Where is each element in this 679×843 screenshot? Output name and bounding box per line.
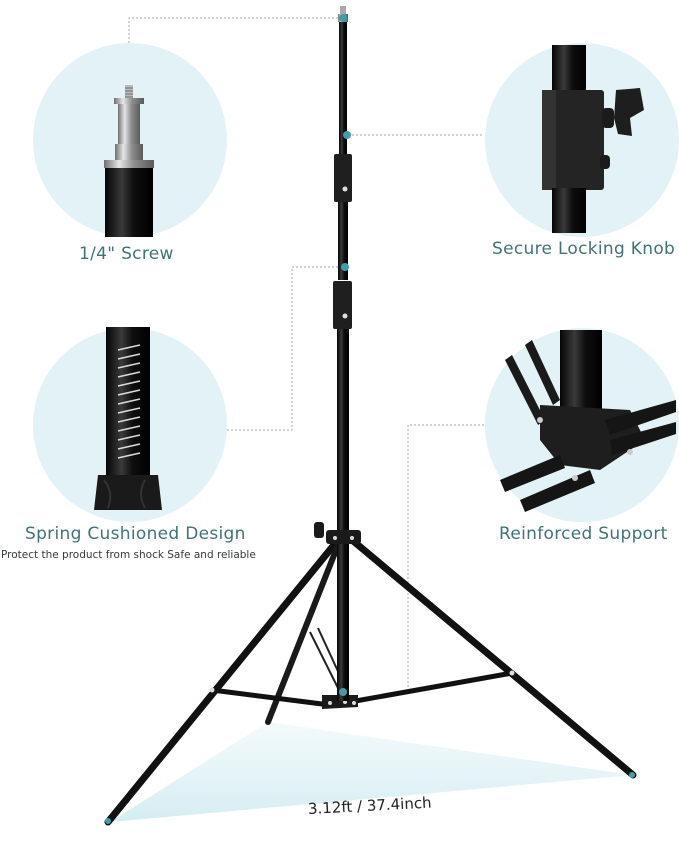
feature-label-screw: 1/4" Screw: [79, 244, 174, 264]
feature-label-spring: Spring Cushioned Design: [25, 524, 246, 544]
feature-label-locking-knob: Secure Locking Knob: [492, 239, 676, 259]
locking-knob-icon: [542, 45, 644, 233]
footprint-area: [110, 722, 632, 822]
spring-cushion-icon: [94, 327, 162, 510]
feature-label-support: Reinforced Support: [499, 524, 668, 544]
reinforced-bracket-icon: [500, 330, 676, 512]
center-pole: [314, 6, 361, 701]
screw-spigot-icon: [104, 85, 154, 237]
feature-sublabel-spring: Protect the product from shock Safe and …: [1, 549, 256, 561]
tripod-legs: [104, 536, 637, 826]
accent-dots: [105, 14, 635, 824]
leader-lines: [128, 17, 484, 690]
